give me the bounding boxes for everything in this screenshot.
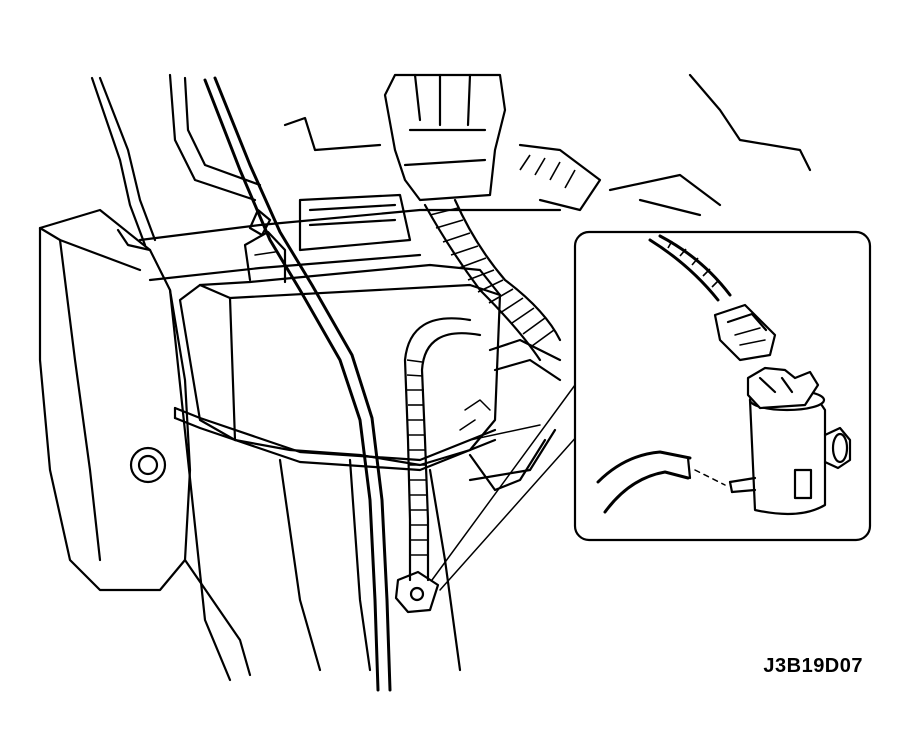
wiring-harness [394, 198, 562, 614]
callout-leaders [431, 384, 579, 591]
left-body-panel [38, 208, 252, 682]
washer-reservoir [173, 230, 502, 472]
lower-structure [278, 424, 557, 672]
front-pillar [90, 73, 262, 252]
inset-hose [596, 450, 726, 514]
washer-hose [203, 76, 392, 692]
engine-components [283, 73, 812, 217]
inset-pump [728, 366, 852, 516]
detail-inset [573, 230, 872, 542]
inset-connector [713, 303, 777, 362]
figure-code: J3B19D07 [763, 655, 863, 677]
crossmember [138, 193, 562, 282]
inset-harness [648, 234, 732, 302]
